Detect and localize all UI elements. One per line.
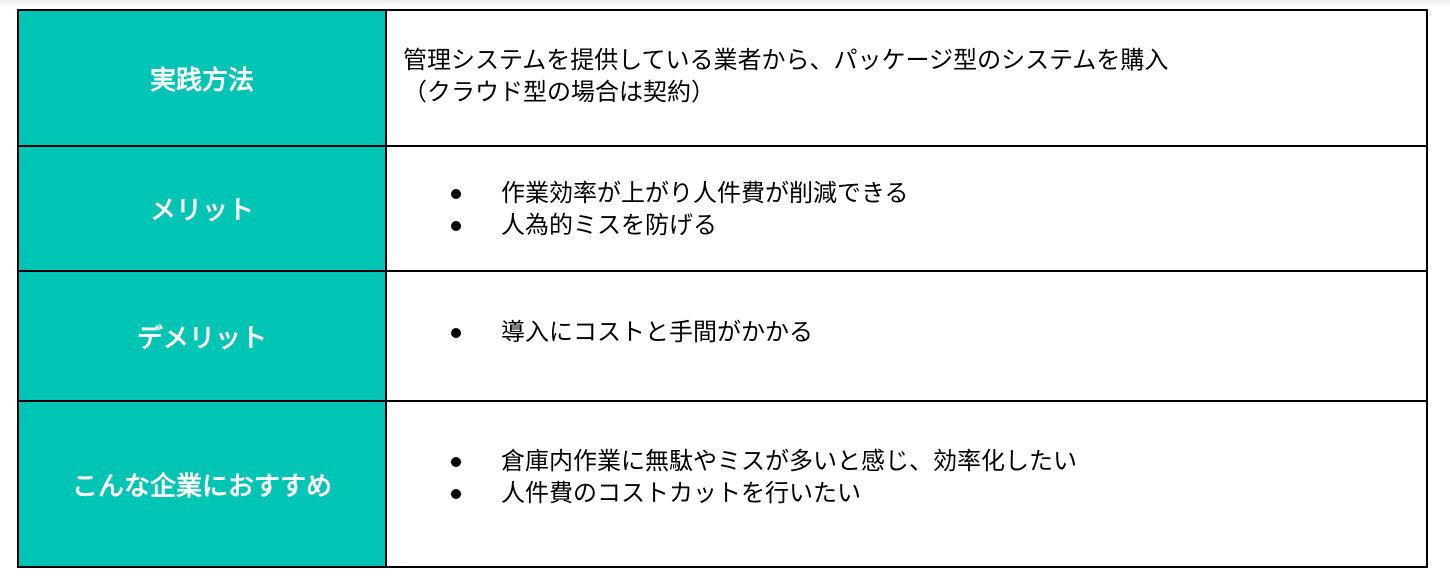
content-line: 管理システムを提供している業者から、パッケージ型のシステムを購入 — [403, 46, 1169, 74]
list-item: 導入にコストと手間がかかる — [451, 316, 1426, 348]
row-label-merits: メリット — [17, 145, 387, 272]
list-item: 人為的ミスを防げる — [451, 209, 1426, 241]
row-label-method: 実践方法 — [17, 9, 387, 147]
table-row-recommended: こんな企業におすすめ 倉庫内作業に無駄やミスが多いと感じ、効率化したい 人件費の… — [17, 400, 1428, 568]
row-content-method: 管理システムを提供している業者から、パッケージ型のシステムを購入 （クラウド型の… — [385, 9, 1428, 147]
merits-list: 作業効率が上がり人件費が削減できる 人為的ミスを防げる — [387, 177, 1426, 241]
list-item: 倉庫内作業に無駄やミスが多いと感じ、効率化したい — [451, 445, 1426, 477]
row-content-merits: 作業効率が上がり人件費が削減できる 人為的ミスを防げる — [385, 145, 1428, 272]
top-shadow-band — [0, 0, 1450, 6]
comparison-table: 実践方法 管理システムを提供している業者から、パッケージ型のシステムを購入 （ク… — [17, 9, 1428, 568]
row-label-recommended: こんな企業におすすめ — [17, 400, 387, 568]
list-item: 人件費のコストカットを行いたい — [451, 477, 1426, 509]
row-content-demerits: 導入にコストと手間がかかる — [385, 270, 1428, 402]
row-label-demerits: デメリット — [17, 270, 387, 402]
recommended-list: 倉庫内作業に無駄やミスが多いと感じ、効率化したい 人件費のコストカットを行いたい — [387, 445, 1426, 509]
table-row-method: 実践方法 管理システムを提供している業者から、パッケージ型のシステムを購入 （ク… — [17, 9, 1428, 147]
content-line: （クラウド型の場合は契約） — [403, 78, 715, 106]
list-item: 作業効率が上がり人件費が削減できる — [451, 177, 1426, 209]
table-row-demerits: デメリット 導入にコストと手間がかかる — [17, 270, 1428, 402]
table-row-merits: メリット 作業効率が上がり人件費が削減できる 人為的ミスを防げる — [17, 145, 1428, 272]
row-content-recommended: 倉庫内作業に無駄やミスが多いと感じ、効率化したい 人件費のコストカットを行いたい — [385, 400, 1428, 568]
demerits-list: 導入にコストと手間がかかる — [387, 316, 1426, 348]
